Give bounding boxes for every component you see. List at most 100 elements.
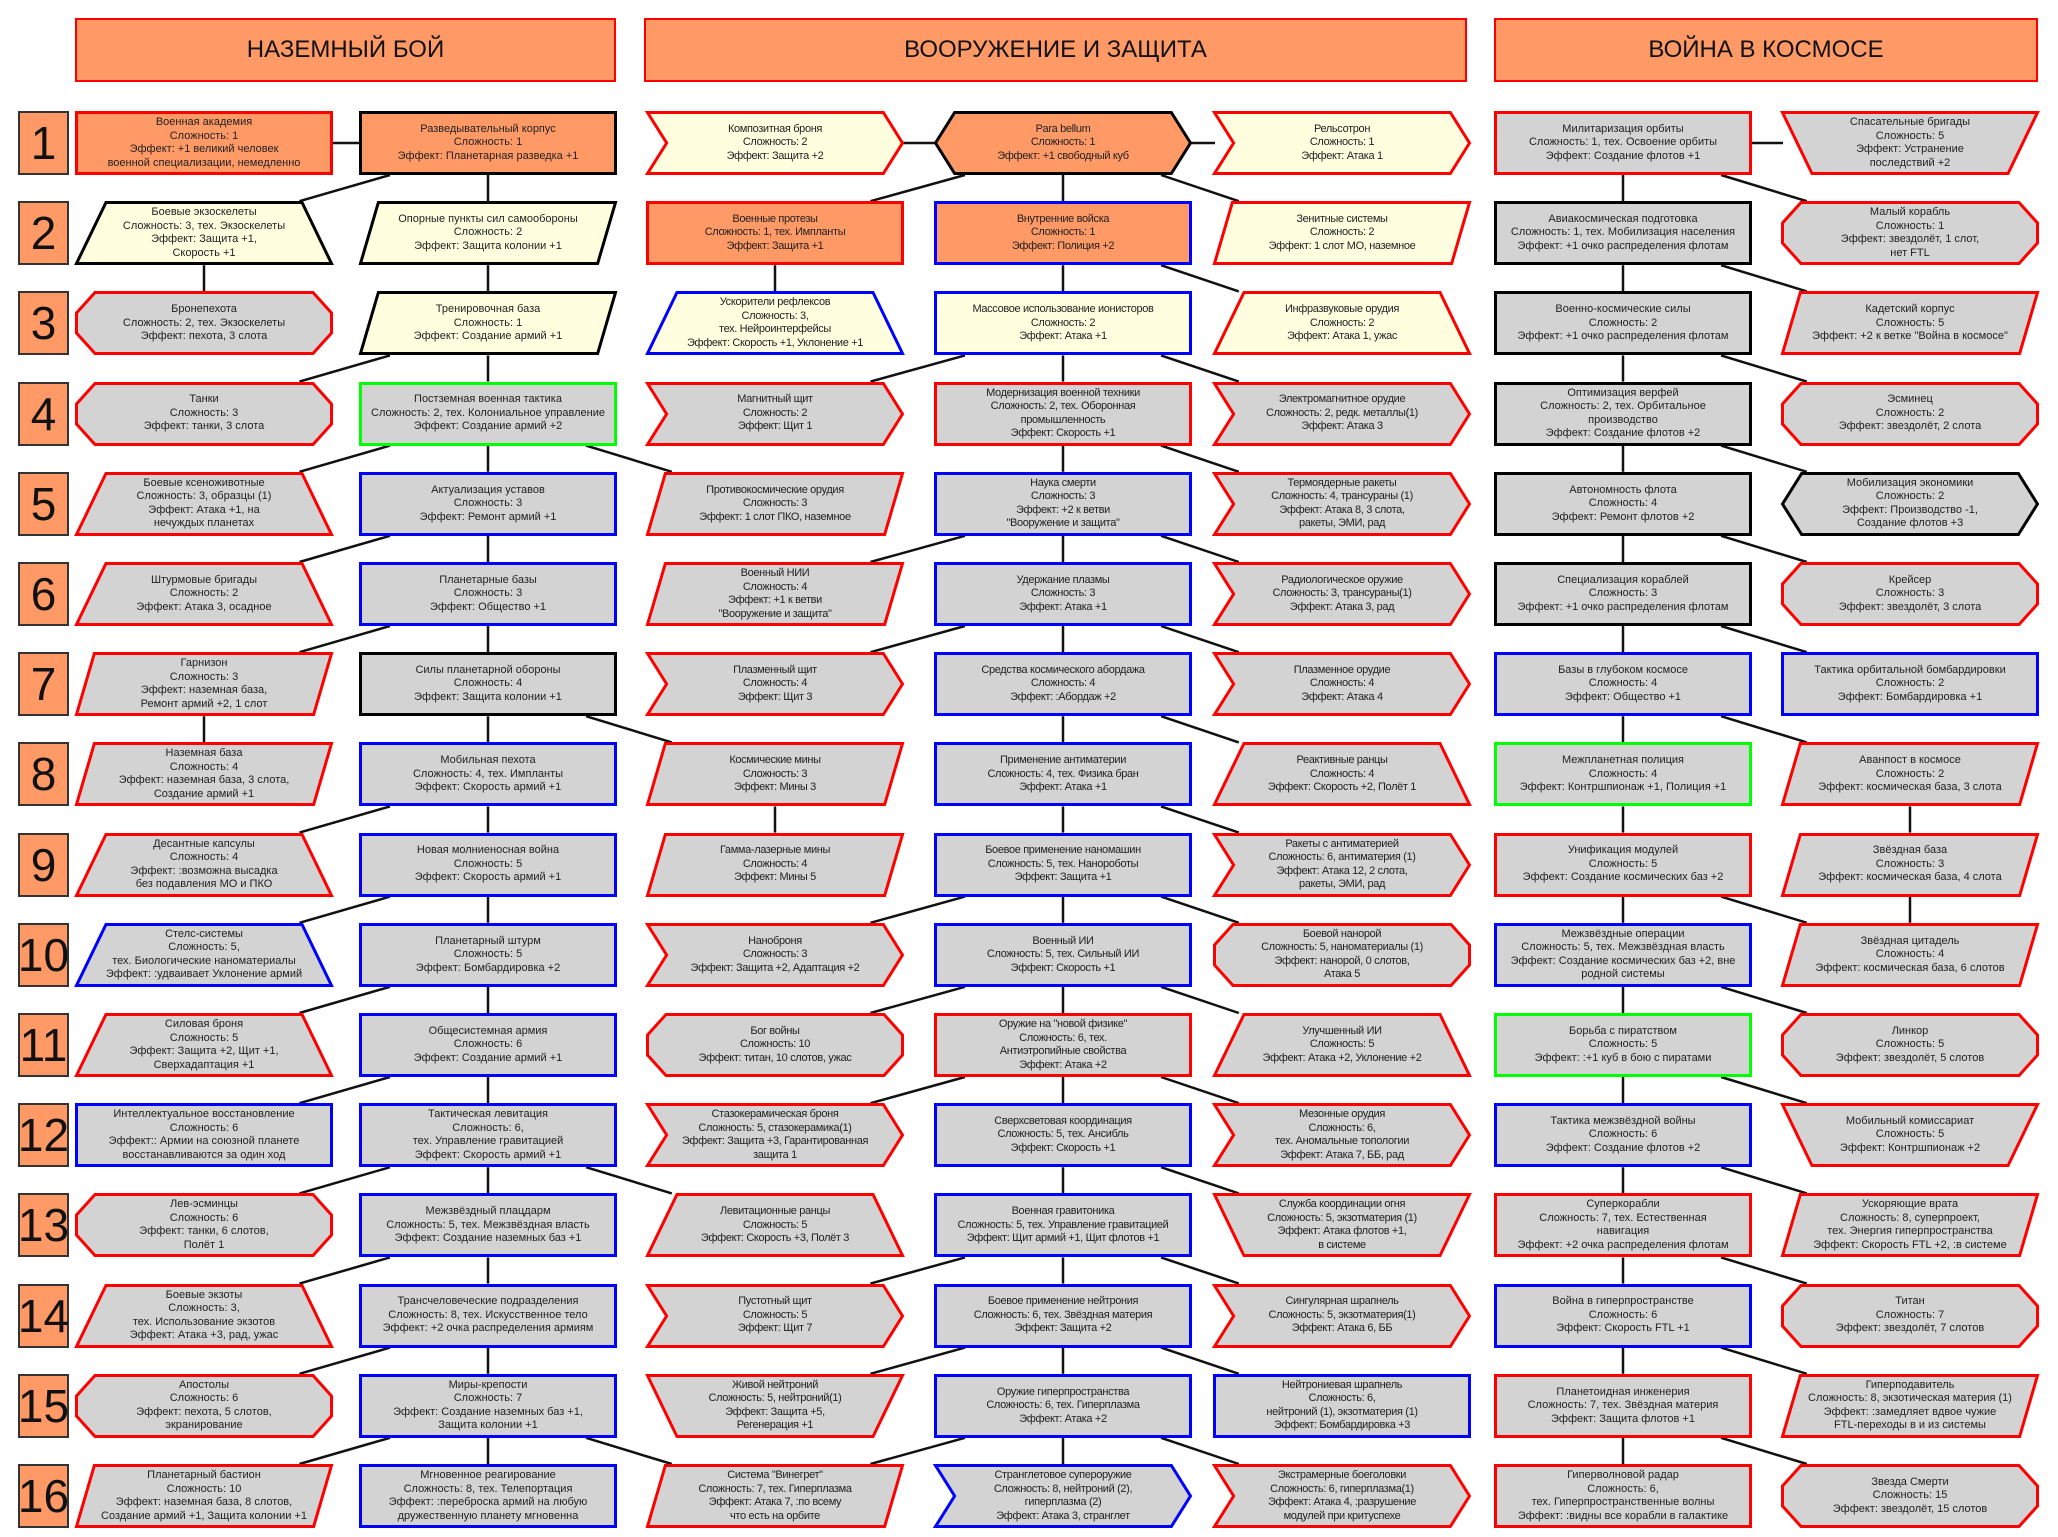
tech-node[interactable]: Оружие на "новой физике"Сложность: 6, те…	[934, 1013, 1192, 1077]
